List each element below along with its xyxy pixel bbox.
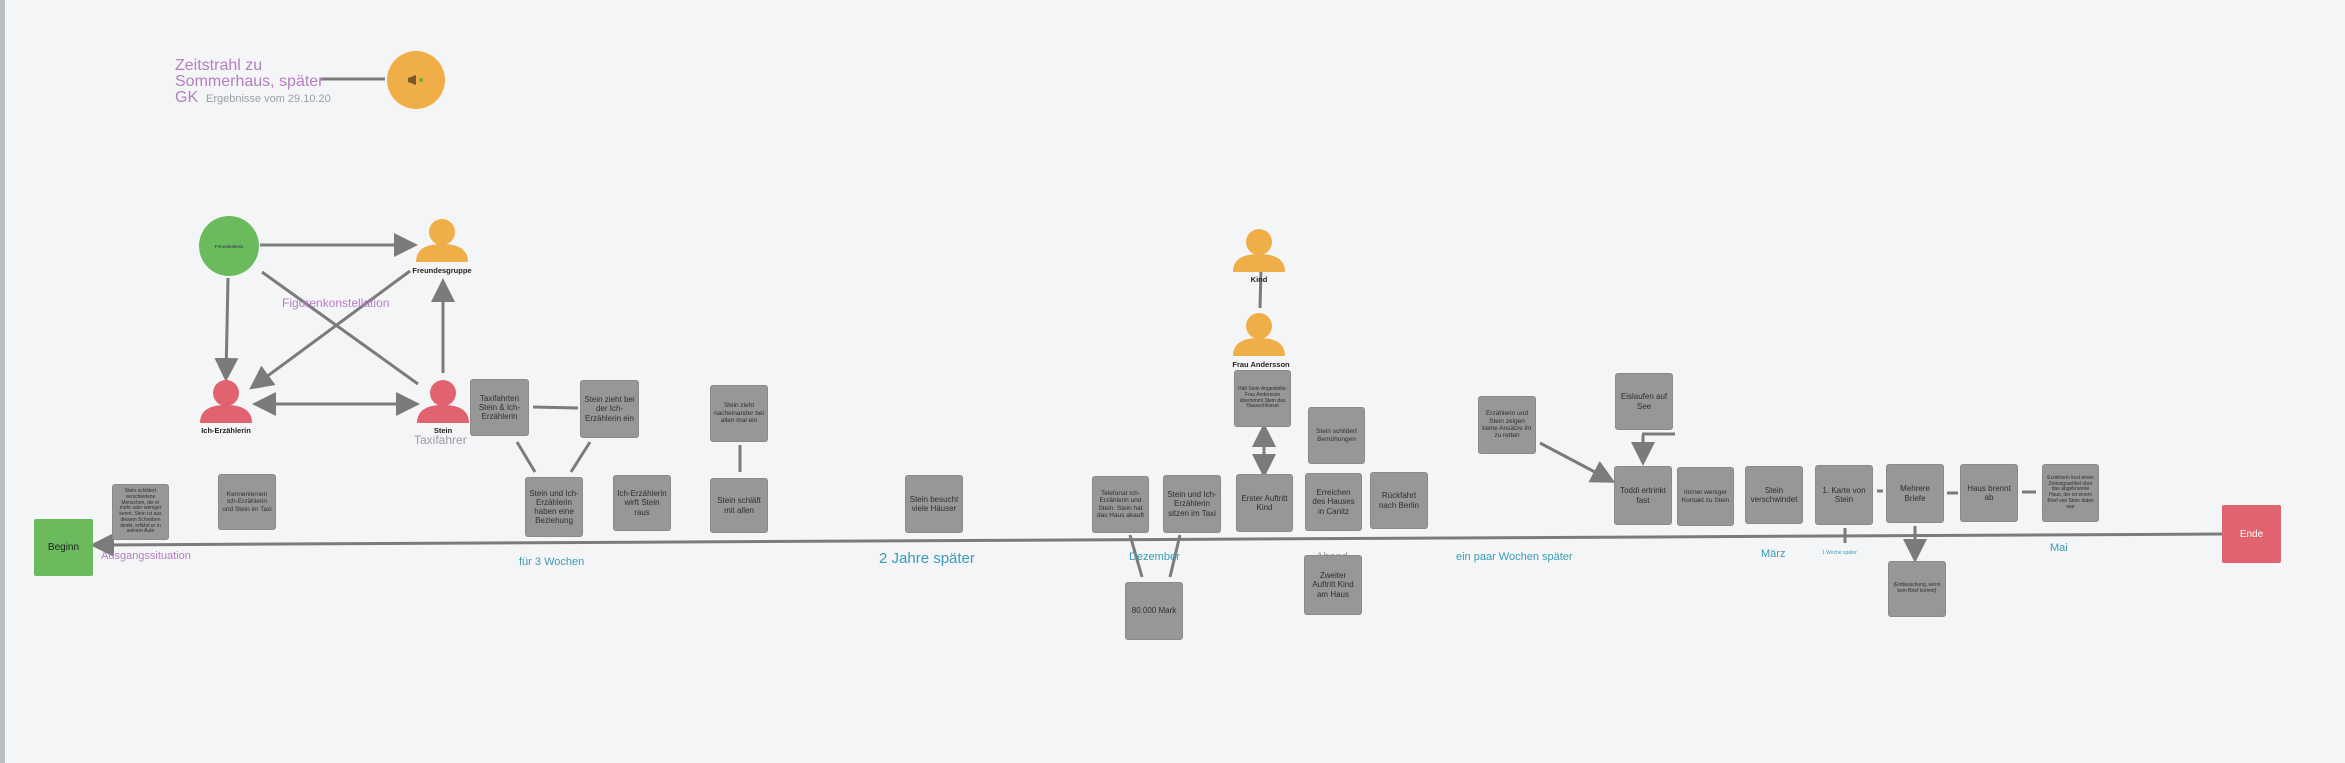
freundeskreis-node: Freundeskreis bbox=[199, 216, 259, 276]
event-box: Stein schildert verschiedene Menschen, d… bbox=[112, 484, 169, 540]
label-maerz: März bbox=[1761, 548, 1786, 560]
event-box: Haus brennt ab bbox=[1960, 464, 2018, 522]
label-ein-paar-wochen-spaeter: ein paar Wochen später bbox=[1456, 551, 1573, 563]
event-box: Erzählerin liest einen Zeitungsartikel ü… bbox=[2042, 464, 2099, 522]
event-box: Toddi ertrinkt fast bbox=[1614, 466, 1672, 525]
event-box: 1. Karte von Stein bbox=[1815, 465, 1873, 525]
timeline-end: Ende bbox=[2222, 505, 2281, 563]
event-box: Hält Stein Angestellte: Frau Andersson ü… bbox=[1234, 370, 1291, 427]
label-1-woche-spaeter: 1 Woche später bbox=[1822, 550, 1857, 556]
label-mai: Mai bbox=[2050, 542, 2068, 554]
edge-kreis-stein bbox=[261, 270, 419, 386]
arrow-b19-b21 bbox=[1539, 441, 1616, 483]
label-dezember: Dezember bbox=[1129, 551, 1180, 563]
link-b4-b5 bbox=[569, 441, 592, 473]
edge-gruppe-ich bbox=[249, 269, 411, 390]
freundesgruppe-label: Freundesgruppe bbox=[412, 266, 472, 275]
edge-kreis-ich bbox=[214, 277, 239, 382]
kind-label: Kind bbox=[1250, 275, 1268, 284]
freundesgruppe-person-icon bbox=[416, 219, 468, 262]
event-box: Immer weniger Kontakt zu Stein bbox=[1677, 467, 1734, 526]
event-box: Stein zieht nacheinander bei allen mal e… bbox=[710, 385, 768, 442]
label-2-jahre-spaeter: 2 Jahre später bbox=[879, 550, 975, 567]
event-box: 80.000 Mark bbox=[1125, 582, 1183, 640]
event-box: Ich-Erzählerin wirft Stein raus bbox=[613, 475, 671, 531]
event-box: Telefonat Ich-Erzählerin und Stein: Stei… bbox=[1092, 476, 1149, 533]
stein-role-label: Taxifahrer bbox=[414, 433, 467, 447]
ich-erzaehlerin-label: Ich-Erzählerin bbox=[201, 426, 251, 435]
event-box: Kennenlernen Ich-Erzählerin und Stein im… bbox=[218, 474, 276, 530]
frau-andersson-label: Frau Andersson bbox=[1232, 360, 1290, 369]
freundeskreis-label: Freundeskreis bbox=[214, 243, 244, 249]
event-box: (Enttäuschung, wenn kein Brief kommt) bbox=[1888, 561, 1946, 617]
link-b10-b12 bbox=[1128, 534, 1144, 578]
event-box: Erreichen des Hauses in Canitz bbox=[1305, 473, 1362, 531]
label-ausgangssituation: Ausgangssituation bbox=[101, 550, 191, 562]
link-b11-b12 bbox=[1168, 534, 1182, 578]
event-box: Stein besucht viele Häuser bbox=[905, 475, 963, 533]
event-box: Stein verschwindet bbox=[1745, 466, 1803, 524]
frau-andersson-person-icon bbox=[1233, 313, 1285, 356]
kind-person-icon bbox=[1233, 229, 1285, 272]
figurenkonstellation-label: Figurenkonstellation bbox=[282, 296, 390, 310]
event-box: Stein schildert Bemühungen bbox=[1308, 407, 1365, 464]
event-box: Erster Auftritt Kind bbox=[1236, 474, 1293, 532]
event-box: Rückfahrt nach Berlin bbox=[1370, 472, 1428, 529]
stein-label: Stein bbox=[433, 426, 453, 435]
label-fuer-3-wochen: für 3 Wochen bbox=[519, 556, 585, 568]
stein-person-icon bbox=[417, 380, 469, 423]
link-kind-frau bbox=[1258, 269, 1263, 309]
event-box: Eislaufen auf See bbox=[1615, 373, 1673, 430]
event-box: Stein zieht bei der Ich-Erzählerin ein bbox=[580, 380, 639, 438]
left-edge-bar bbox=[0, 0, 5, 763]
event-box: Mehrere Briefe bbox=[1886, 464, 1944, 523]
event-box: Taxifahrten Stein & Ich-Erzählerin bbox=[470, 379, 529, 436]
megaphone-icon bbox=[387, 51, 445, 109]
link-b3-b5 bbox=[515, 441, 537, 473]
link-b3-b4 bbox=[532, 405, 579, 410]
event-box: Stein und Ich-Erzählerin sitzen im Taxi bbox=[1163, 475, 1221, 533]
event-box: Erzählerin und Stein zeigen keine Ansätz… bbox=[1478, 396, 1536, 454]
diagram-title: Zeitstrahl zu Sommerhaus, später GK bbox=[175, 57, 324, 106]
event-box: Stein schläft mit allen bbox=[710, 478, 768, 533]
timeline-line bbox=[90, 532, 2223, 557]
diagram-subtitle: Ergebnisse vom 29.10.20 bbox=[206, 93, 331, 105]
ich-erzaehlerin-person-icon bbox=[200, 380, 252, 423]
timeline-start: Beginn bbox=[34, 519, 93, 576]
event-box: Zweiter Auftritt Kind am Haus bbox=[1304, 555, 1362, 615]
event-box: Stein und Ich-Erzählerin haben eine Bezi… bbox=[525, 477, 583, 537]
